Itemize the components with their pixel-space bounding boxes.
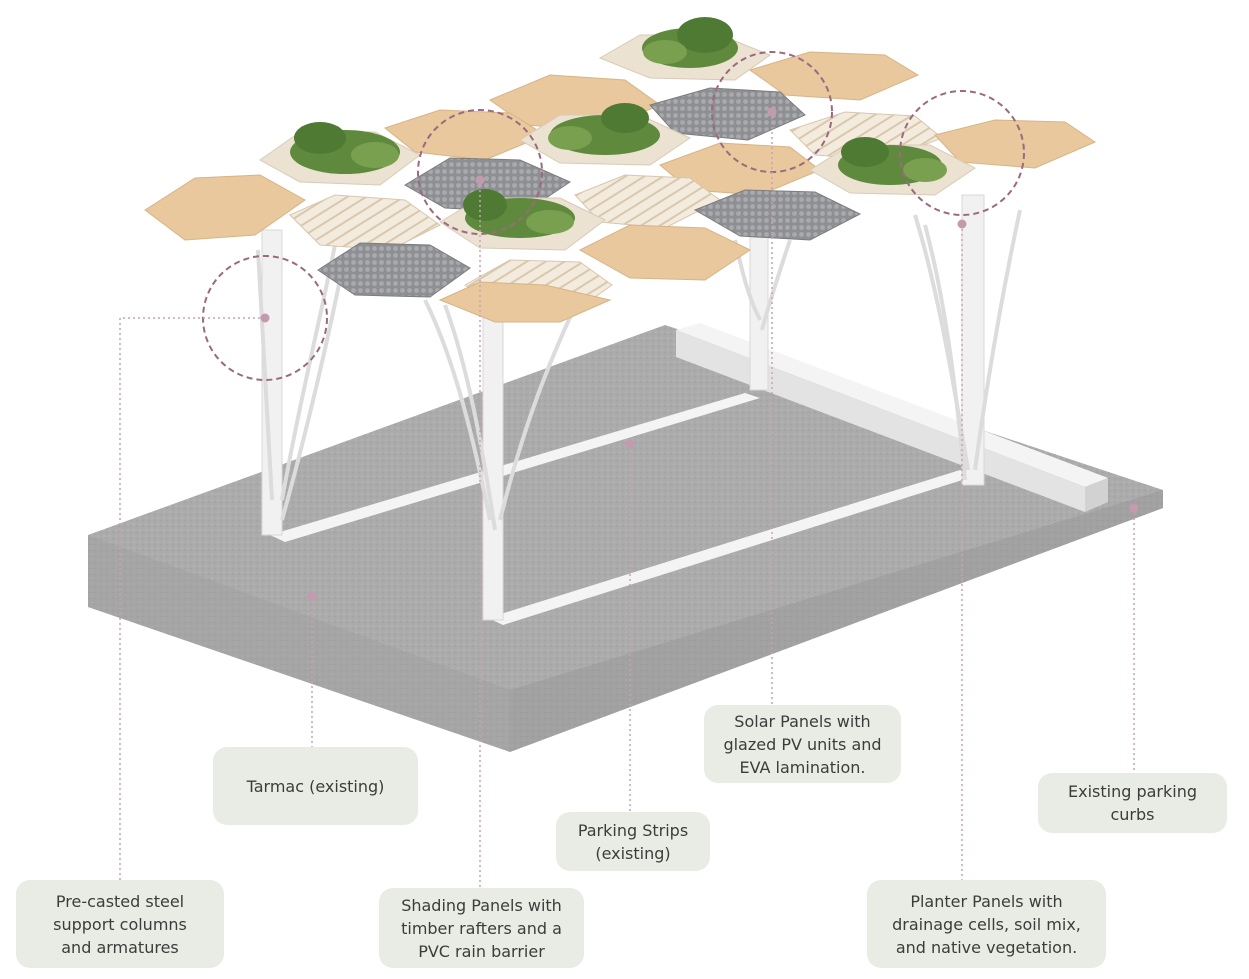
label-parking-strips: Parking Strips (existing) (556, 812, 710, 871)
shading-panel (289, 194, 441, 251)
label-shading-panels: Shading Panels with timber rafters and a… (379, 888, 584, 968)
planter-front (439, 189, 606, 251)
label-solar-panels: Solar Panels with glazed PV units and EV… (704, 705, 901, 783)
label-planter-panels: Planter Panels with drainage cells, soil… (867, 880, 1106, 968)
timber-panel (578, 224, 752, 281)
leader-columns (119, 317, 265, 880)
canopy-panels (144, 51, 1097, 323)
label-steel-columns: Pre-casted steel support columns and arm… (16, 880, 224, 968)
solar-panel (317, 242, 471, 298)
leader-dots (260, 107, 1139, 601)
tarmac-slab (88, 325, 1163, 752)
label-tarmac: Tarmac (existing) (213, 747, 418, 825)
timber-panel (144, 174, 306, 241)
label-parking-curbs: Existing parking curbs (1038, 773, 1227, 833)
callout-circle-shading (417, 109, 543, 235)
planter-center (519, 103, 692, 166)
planters (259, 17, 976, 251)
leader-lines (119, 112, 1135, 888)
planter-right (809, 137, 976, 196)
callout-circle-planter (899, 90, 1025, 216)
solar-panel (693, 189, 862, 241)
timber-panel (748, 51, 920, 101)
planter-back (598, 17, 772, 81)
